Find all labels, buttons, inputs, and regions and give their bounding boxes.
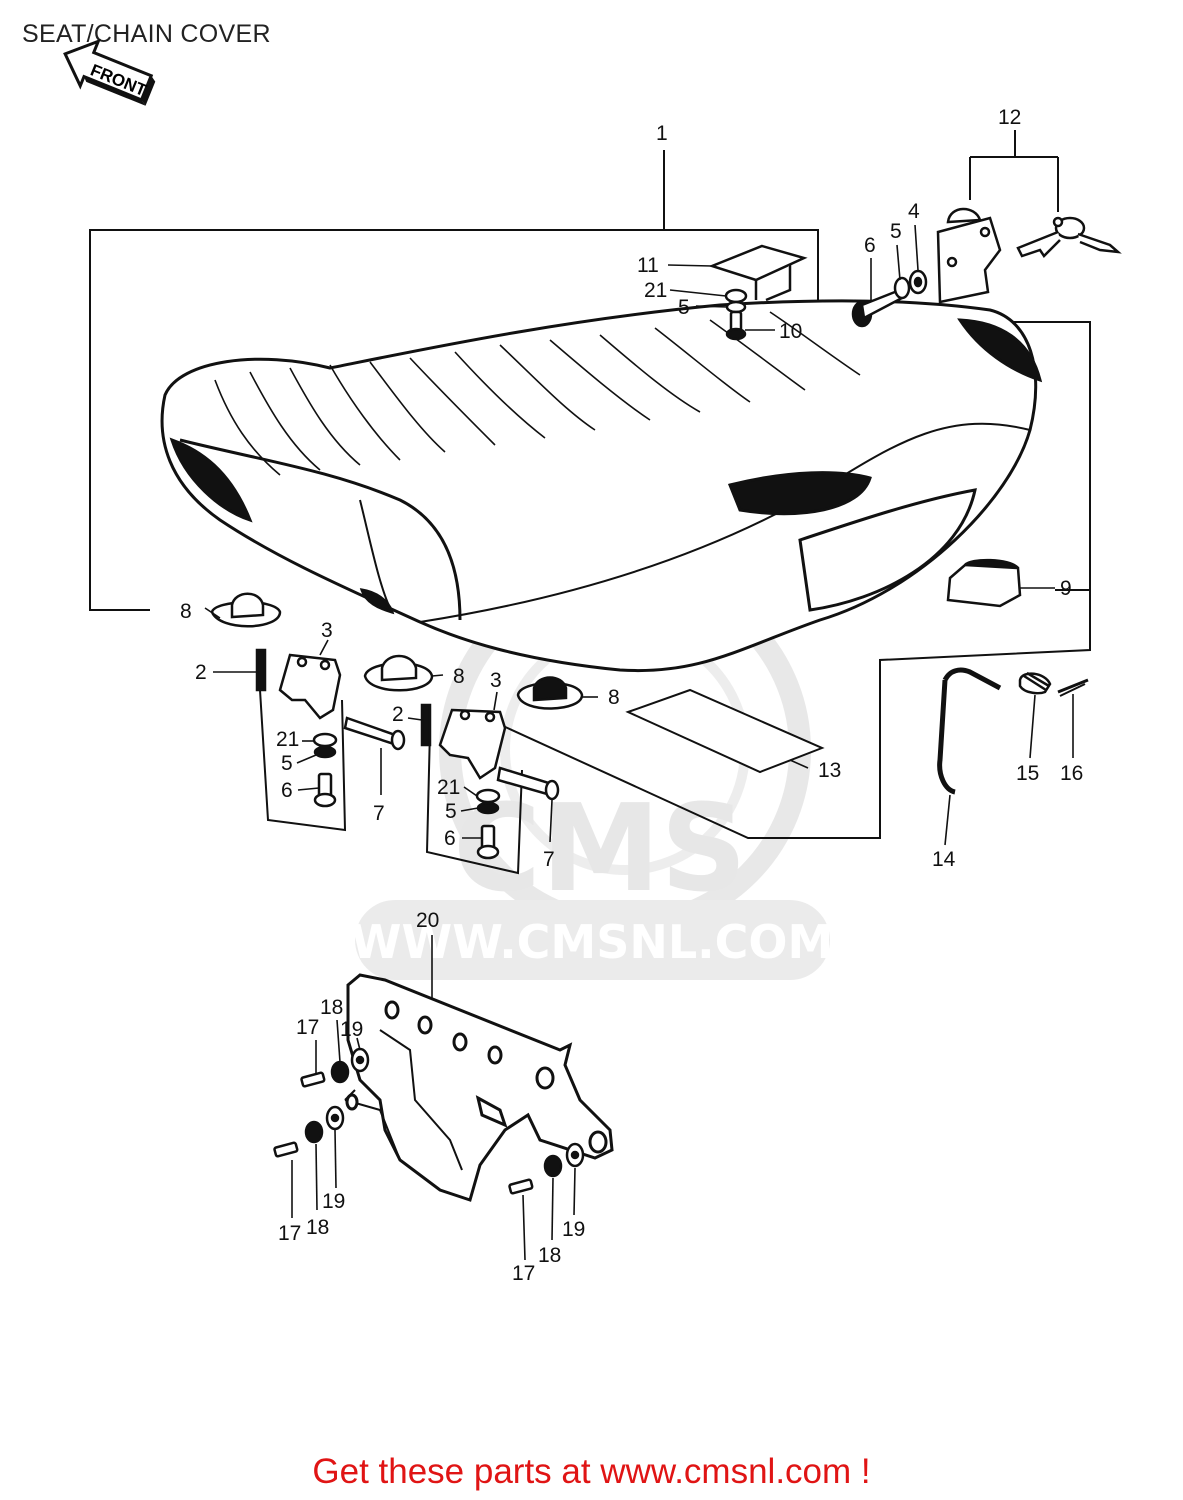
callout-18: 18 [320, 996, 343, 1019]
hinge-center [420, 703, 560, 860]
keys-icon [1016, 216, 1122, 258]
callout-6: 6 [864, 234, 876, 257]
get-parts-link[interactable]: Get these parts at www.cmsnl.com ! [312, 1452, 871, 1491]
callout-4: 4 [908, 200, 920, 223]
callout-9: 9 [1060, 577, 1072, 600]
callout-2: 2 [195, 661, 207, 684]
parts-diagram: CMS WWW.CMSNL.COM FRONT [63, 38, 1122, 1285]
callout-21: 21 [437, 776, 460, 799]
callout-21: 21 [644, 279, 667, 302]
callout-19: 19 [322, 1190, 345, 1213]
seat [160, 299, 1043, 673]
callout-17: 17 [278, 1222, 301, 1245]
callout-6: 6 [444, 827, 456, 850]
callout-5: 5 [890, 220, 902, 243]
callout-11: 11 [637, 254, 659, 277]
callout-20: 20 [416, 909, 439, 932]
callout-8: 8 [453, 665, 465, 688]
callout-19: 19 [340, 1018, 363, 1041]
callout-3: 3 [321, 619, 333, 642]
callout-7: 7 [543, 848, 555, 871]
callout-5: 5 [281, 752, 293, 775]
seat-stopper [946, 558, 1022, 608]
callout-3: 3 [490, 669, 502, 692]
hinge-left [255, 648, 406, 808]
callout-8: 8 [180, 600, 192, 623]
callout-labels: 1 12 4 5 6 11 21 5 10 9 8 3 2 8 3 8 2 21… [180, 106, 1083, 1285]
callout-12: 12 [998, 106, 1021, 129]
callout-17: 17 [512, 1262, 535, 1285]
callout-18: 18 [538, 1244, 561, 1267]
callout-13: 13 [818, 759, 841, 782]
callout-21: 21 [276, 728, 299, 751]
front-arrow-icon: FRONT [63, 38, 156, 106]
callout-7: 7 [373, 802, 385, 825]
seat-damper [210, 592, 584, 710]
callout-15: 15 [1016, 762, 1039, 785]
seat-rod-spring [937, 667, 1089, 795]
callout-5: 5 [678, 296, 690, 319]
callout-8: 8 [608, 686, 620, 709]
tool-tray-plate [625, 688, 825, 774]
callout-5: 5 [445, 800, 457, 823]
callout-17: 17 [296, 1016, 319, 1039]
page-title: SEAT/CHAIN COVER [22, 20, 271, 48]
callout-16: 16 [1060, 762, 1083, 785]
chain-cover [344, 973, 614, 1202]
callout-18: 18 [306, 1216, 329, 1239]
callout-14: 14 [932, 848, 956, 871]
callout-6: 6 [281, 779, 293, 802]
watermark-logo: CMS [453, 780, 747, 919]
watermark-url: WWW.CMSNL.COM [351, 915, 834, 969]
callout-19: 19 [562, 1218, 585, 1241]
leader-lines [204, 224, 1074, 1261]
seat-lock [851, 207, 1002, 328]
callout-2: 2 [392, 703, 404, 726]
callout-10: 10 [779, 320, 802, 343]
lock-bracket [708, 244, 808, 341]
callout-1: 1 [656, 122, 668, 145]
